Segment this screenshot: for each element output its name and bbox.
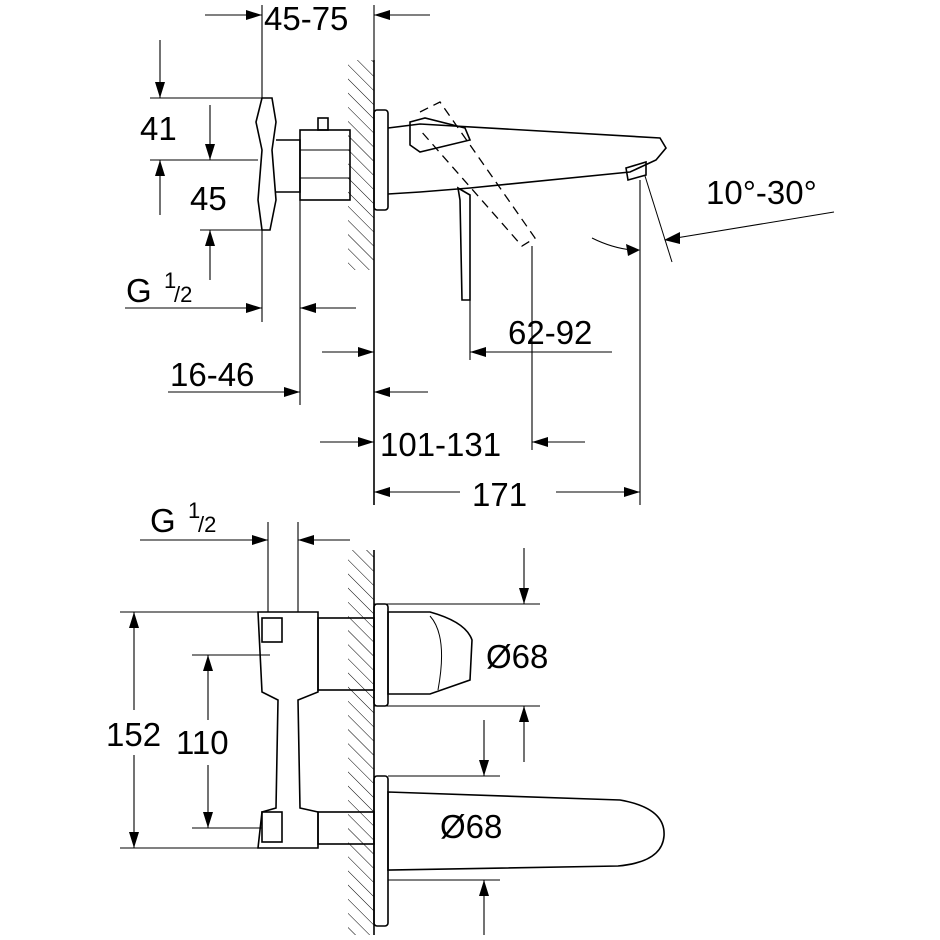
body-nut-top bbox=[261, 617, 283, 643]
front-thread-arrow-left bbox=[252, 535, 268, 545]
angle-label: 10°-30° bbox=[706, 174, 817, 211]
front-view: G 1 /2 Ø68 Ø68 bbox=[106, 498, 665, 935]
dia-bottom-arrow-lower bbox=[479, 880, 489, 896]
lever-swing-dashed bbox=[419, 101, 536, 247]
dim-45-75-arrow-left bbox=[246, 10, 262, 20]
dim-152-arrow-top bbox=[129, 612, 139, 628]
dia-bottom-arrow-upper bbox=[479, 760, 489, 776]
angle-ray bbox=[644, 175, 673, 263]
angle-arrow-right bbox=[664, 232, 680, 244]
dim-45-arrow-top bbox=[205, 144, 215, 160]
handle-lever bbox=[255, 97, 277, 231]
wall-hatch-lower bbox=[348, 550, 374, 935]
dim-41-arrow-bottom bbox=[155, 160, 165, 176]
thread-arrow-left bbox=[246, 303, 262, 313]
dim-101-131-label: 101-131 bbox=[380, 426, 501, 463]
dim-171-arrow-left bbox=[374, 487, 390, 497]
mounting-rod-upper bbox=[317, 117, 329, 131]
front-thread-label-g: G bbox=[150, 502, 176, 539]
side-view: 10°-30° 45-75 41 45 G 1 /2 bbox=[125, 0, 835, 513]
dim-110-arrow-top bbox=[203, 655, 213, 671]
front-handle-inner bbox=[429, 615, 443, 691]
dia-top-label: Ø68 bbox=[486, 638, 548, 675]
dim-45-75-label: 45-75 bbox=[264, 0, 348, 37]
angle-leader bbox=[675, 211, 835, 239]
dim-45-arrow-bottom bbox=[205, 230, 215, 246]
dim-45-75-arrow-right bbox=[374, 10, 390, 20]
front-thread-label-sub: /2 bbox=[198, 512, 216, 537]
thread-arrow-right bbox=[300, 303, 316, 313]
dim-110-arrow-bottom bbox=[203, 812, 213, 828]
dim-171-label: 171 bbox=[472, 476, 527, 513]
aerator-outlet bbox=[625, 160, 647, 182]
dia-top-arrow-upper bbox=[519, 588, 529, 604]
spout-lever-down bbox=[456, 186, 471, 301]
dia-top-arrow-lower bbox=[519, 706, 529, 722]
spout-mixer-handle bbox=[409, 117, 472, 153]
dim-101-131-arrow-right bbox=[532, 437, 548, 447]
dim-16-46-arrow-left bbox=[284, 387, 300, 397]
front-thread-label-sup: 1 bbox=[188, 498, 200, 523]
dim-16-46-arrow-right bbox=[358, 347, 374, 357]
dim-41-arrow-top bbox=[155, 82, 165, 98]
dim-152-arrow-bottom bbox=[129, 832, 139, 848]
dim-16-46-arrow-wall bbox=[374, 387, 390, 397]
front-spout bbox=[387, 791, 665, 871]
valve-body bbox=[299, 129, 351, 201]
dim-45-label: 45 bbox=[190, 180, 227, 217]
front-handle bbox=[387, 611, 473, 695]
body-nut-bottom bbox=[261, 811, 283, 843]
thread-label-sup: 1 bbox=[164, 268, 176, 293]
dia-bottom-label: Ø68 bbox=[440, 808, 502, 845]
escutcheon-plate bbox=[373, 109, 389, 211]
dim-152-label: 152 bbox=[106, 716, 161, 753]
handle-body bbox=[276, 139, 301, 193]
angle-arrow-left bbox=[626, 244, 640, 256]
dim-41-label: 41 bbox=[140, 110, 177, 147]
dim-101-131-arrow-left bbox=[358, 437, 374, 447]
thread-label-sub: /2 bbox=[174, 282, 192, 307]
dim-110-label: 110 bbox=[176, 724, 229, 761]
lower-escutcheon bbox=[373, 775, 389, 927]
dim-62-92-label: 62-92 bbox=[508, 314, 592, 351]
upper-escutcheon bbox=[373, 603, 389, 707]
thread-label-g: G bbox=[126, 272, 152, 309]
dim-62-92-arrow bbox=[470, 347, 486, 357]
wall-hatch-upper bbox=[348, 60, 374, 270]
concealed-body bbox=[257, 611, 319, 849]
front-thread-arrow-right bbox=[298, 535, 314, 545]
dim-16-46-label: 16-46 bbox=[170, 356, 254, 393]
dim-171-arrow-right bbox=[624, 487, 640, 497]
spout-body bbox=[387, 123, 667, 195]
